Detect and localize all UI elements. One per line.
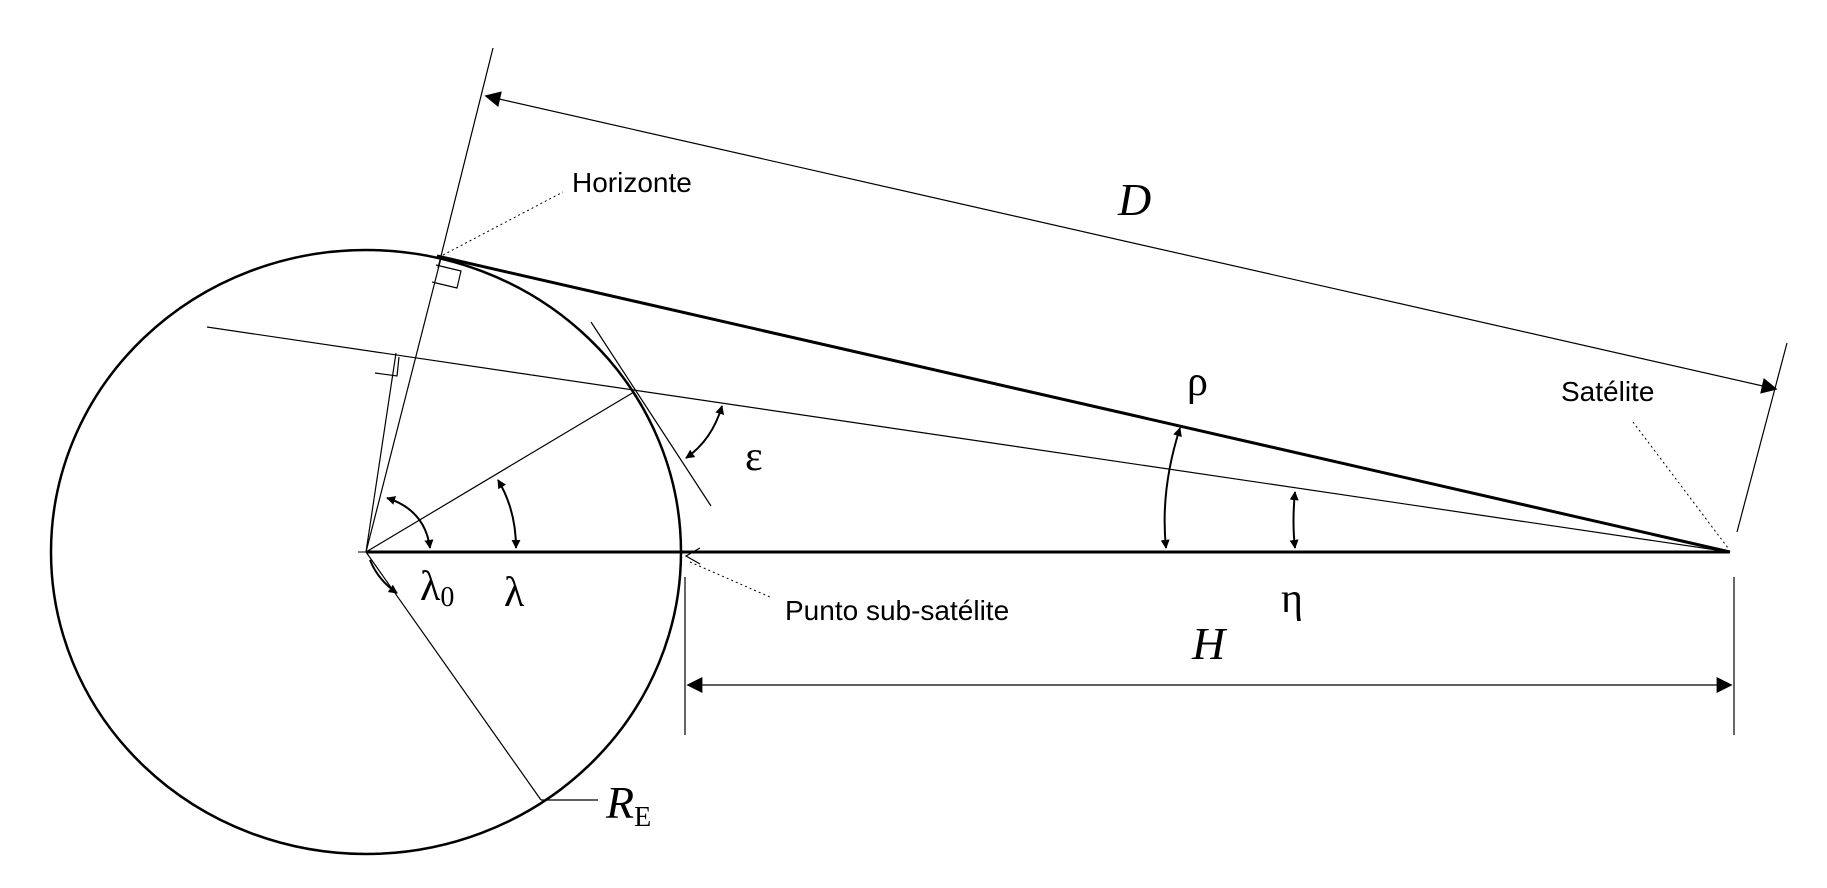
sub-satellite-arrow-icon: [684, 547, 701, 565]
lambda0-arc: [386, 496, 434, 549]
lambda0-label: λ0: [420, 564, 454, 613]
d-extension-left: [437, 47, 494, 269]
eta-label: η: [1281, 576, 1303, 622]
d-extension-right: [1736, 342, 1788, 533]
rho-label: ρ: [1187, 359, 1208, 405]
horizon-line-of-sight: [436, 254, 1731, 554]
target-line-of-sight: [206, 326, 1731, 553]
eta-arc: [1289, 491, 1299, 549]
horizon-radius: [365, 257, 442, 553]
sub-satellite-leader: [689, 561, 771, 598]
horizon-leader: [442, 191, 564, 256]
lambda0-main: λ: [420, 564, 441, 610]
earth-radius-main: R: [605, 777, 634, 828]
radius-arc: [369, 559, 398, 594]
earth-radius-subscript: E: [634, 802, 651, 833]
lambda-arc: [497, 479, 521, 549]
distance-label: D: [1117, 174, 1151, 225]
satellite-label: Satélite: [1561, 376, 1654, 407]
altitude-label: H: [1191, 618, 1228, 669]
right-angle-target: [374, 356, 400, 377]
right-angle-horizon: [431, 264, 462, 289]
epsilon-label: ε: [745, 434, 763, 480]
horizon-label: Horizonte: [572, 167, 692, 198]
perpendicular-radius: [365, 352, 397, 553]
lambda-label: λ: [504, 570, 525, 616]
earth-radius-label: RE: [605, 777, 651, 833]
rho-arc: [1160, 427, 1182, 549]
epsilon-arc: [685, 405, 725, 459]
local-tangent: [590, 321, 712, 507]
satellite-leader: [1632, 421, 1729, 549]
target-radius: [365, 391, 635, 553]
d-dimension-line: [484, 91, 1778, 394]
lambda0-subscript: 0: [440, 582, 454, 613]
sub-satellite-point-label: Punto sub-satélite: [785, 595, 1009, 626]
